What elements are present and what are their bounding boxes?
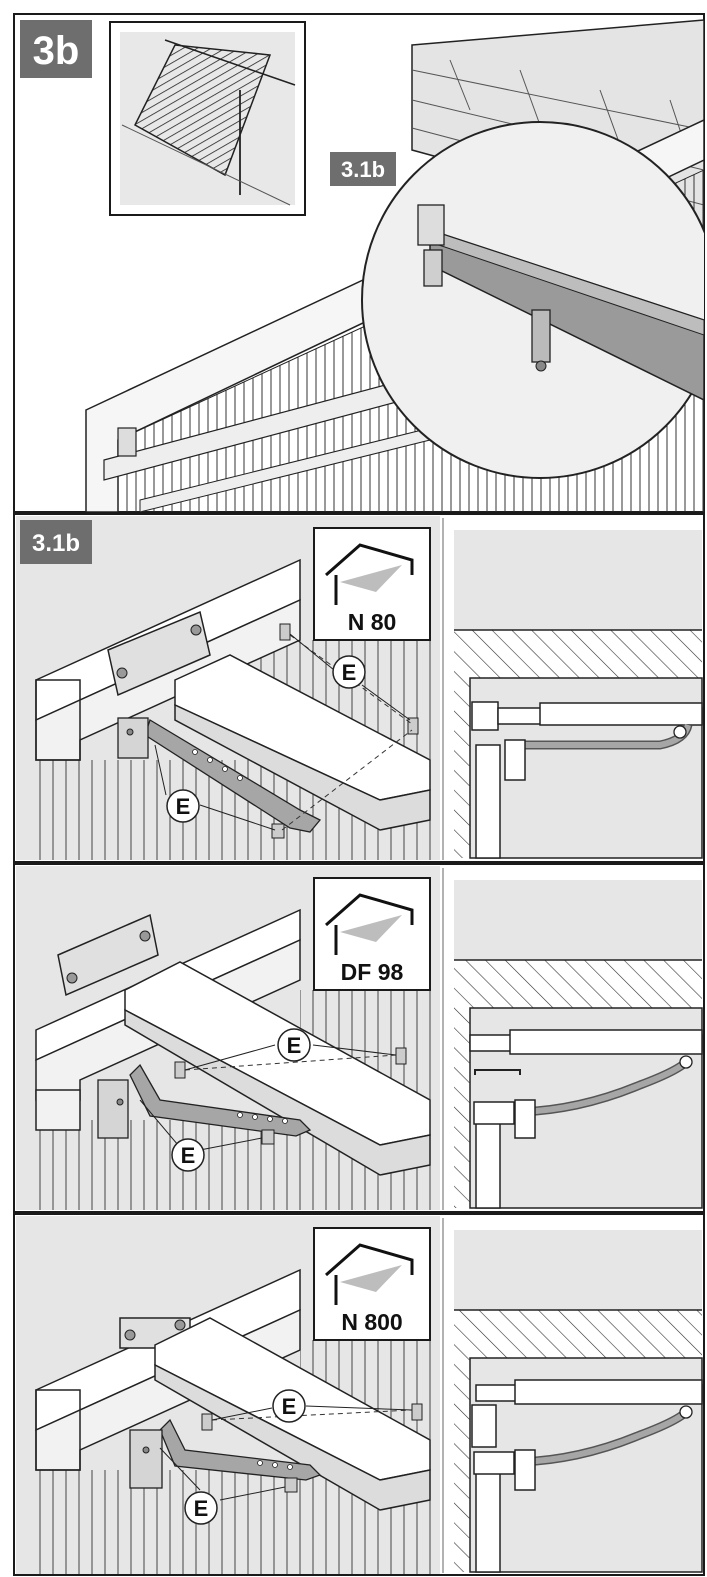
panel-3b: 3b 3.1b bbox=[13, 13, 705, 513]
part-e-marker bbox=[332, 655, 366, 689]
part-e-label: E bbox=[194, 1496, 209, 1521]
step-tag bbox=[20, 20, 92, 78]
detail-callout-tag bbox=[330, 152, 396, 186]
part-e-marker bbox=[277, 1028, 311, 1062]
profile-label: N 80 bbox=[348, 609, 397, 635]
step-tag-label: 3b bbox=[33, 29, 80, 73]
part-e-label: E bbox=[176, 794, 191, 819]
panel-n80: E E 3.1b N 80 bbox=[13, 513, 705, 863]
step-tag-label: 3.1b bbox=[32, 530, 80, 557]
profile-label: DF 98 bbox=[341, 959, 404, 985]
side-view-df98 bbox=[454, 880, 703, 1209]
part-e-label: E bbox=[181, 1143, 196, 1168]
profile-label: N 800 bbox=[341, 1309, 402, 1335]
part-e-label: E bbox=[282, 1394, 297, 1419]
part-e-marker bbox=[184, 1491, 218, 1525]
part-e-label: E bbox=[342, 660, 357, 685]
panel-n800: E E N 800 bbox=[13, 1213, 705, 1576]
part-e-marker bbox=[166, 789, 200, 823]
detail-callout-label: 3.1b bbox=[341, 157, 385, 182]
part-e-marker bbox=[272, 1389, 306, 1423]
part-e-marker bbox=[171, 1138, 205, 1172]
part-e-label: E bbox=[287, 1033, 302, 1058]
side-view-n800 bbox=[454, 1230, 703, 1573]
panel-df98: E E DF 98 bbox=[13, 863, 705, 1213]
side-view-n80 bbox=[454, 530, 703, 859]
step-tag bbox=[20, 520, 92, 564]
